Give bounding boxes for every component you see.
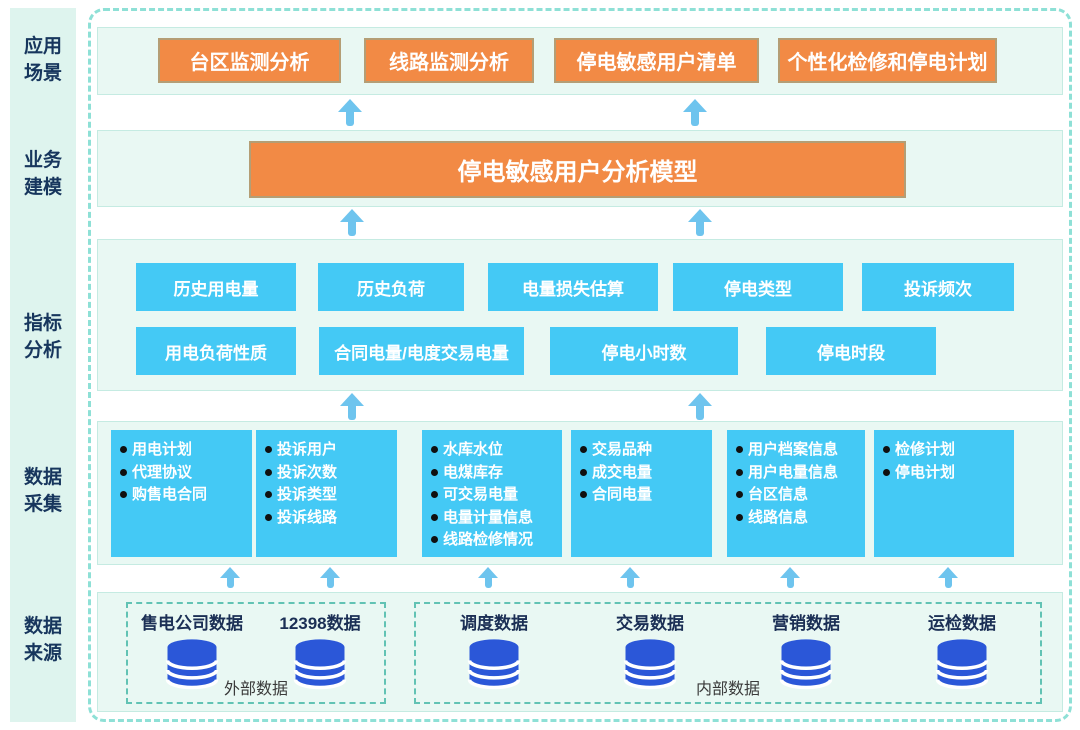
datasource-label: 售电公司数据 xyxy=(141,614,243,633)
indicator-box-historical-load: 历史负荷 xyxy=(318,263,464,311)
datasource-label: 运检数据 xyxy=(928,614,996,633)
datasource-power-sales-company: 售电公司数据 xyxy=(128,609,256,690)
datasource-label: 营销数据 xyxy=(772,614,840,633)
datasource-marketing: 营销数据 xyxy=(736,609,876,690)
collection-item: 投诉类型 xyxy=(265,484,394,507)
up-arrow-icon xyxy=(683,99,707,127)
sidebar-label-data-sources: 数据 来源 xyxy=(23,616,62,664)
collection-item: 水库水位 xyxy=(431,439,559,462)
collection-item: 投诉次数 xyxy=(265,462,394,485)
datasource-label: 调度数据 xyxy=(460,614,528,633)
up-arrow-icon xyxy=(340,209,364,237)
collection-item: 合同电量 xyxy=(580,484,709,507)
scenario-box-line-monitoring: 线路监测分析 xyxy=(364,38,534,83)
category-sidebar: 应用 场景 业务 建模 指标 分析 数据 采集 数据 来源 xyxy=(10,8,76,722)
collection-item: 检修计划 xyxy=(883,439,1011,462)
database-icon xyxy=(293,639,347,690)
collection-box-power-sales: 用电计划 代理协议 购售电合同 xyxy=(111,430,252,557)
up-arrow-icon xyxy=(688,209,712,237)
collection-item: 台区信息 xyxy=(736,484,862,507)
data-collection-band: 用电计划 代理协议 购售电合同 投诉用户 投诉次数 投诉类型 投诉线路 水库水位… xyxy=(97,421,1063,565)
collection-item: 用户档案信息 xyxy=(736,439,862,462)
indicator-box-complaint-frequency: 投诉频次 xyxy=(862,263,1014,311)
collection-item: 交易品种 xyxy=(580,439,709,462)
sidebar-label-indicator-analysis: 指标 分析 xyxy=(23,313,62,361)
collection-item: 停电计划 xyxy=(883,462,1011,485)
indicator-box-outage-type: 停电类型 xyxy=(673,263,843,311)
diagram-dashed-frame xyxy=(88,8,1072,722)
collection-item: 代理协议 xyxy=(120,462,249,485)
indicator-box-outage-hours: 停电小时数 xyxy=(550,327,738,375)
up-arrow-icon xyxy=(340,393,364,421)
data-sources-band: 售电公司数据 12398数据 外部数据 xyxy=(97,592,1063,712)
external-data-group: 售电公司数据 12398数据 外部数据 xyxy=(126,602,386,704)
collection-item: 用户电量信息 xyxy=(736,462,862,485)
collection-item: 电煤库存 xyxy=(431,462,559,485)
collection-item: 用电计划 xyxy=(120,439,249,462)
collection-item: 线路检修情况 xyxy=(431,529,559,552)
collection-item: 购售电合同 xyxy=(120,484,249,507)
datasource-dispatch: 调度数据 xyxy=(424,609,564,690)
indicator-box-loss-estimate: 电量损失估算 xyxy=(488,263,658,311)
database-icon xyxy=(935,639,989,690)
collection-item: 投诉线路 xyxy=(265,507,394,530)
database-icon xyxy=(779,639,833,690)
datasource-trading: 交易数据 xyxy=(580,609,720,690)
collection-box-complaints: 投诉用户 投诉次数 投诉类型 投诉线路 xyxy=(256,430,397,557)
scenario-box-station-area-monitoring: 台区监测分析 xyxy=(158,38,341,83)
indicator-box-outage-period: 停电时段 xyxy=(766,327,936,375)
up-arrow-icon xyxy=(338,99,362,127)
database-icon xyxy=(623,639,677,690)
collection-box-dispatch: 水库水位 电煤库存 可交易电量 电量计量信息 线路检修情况 xyxy=(422,430,562,557)
datasource-label: 12398数据 xyxy=(279,614,361,633)
database-icon xyxy=(165,639,219,690)
collection-item: 线路信息 xyxy=(736,507,862,530)
up-arrow-icon xyxy=(478,567,498,589)
internal-data-group: 调度数据 交易数据 营销数据 xyxy=(414,602,1042,704)
internal-data-group-label: 内部数据 xyxy=(695,681,760,698)
collection-box-marketing: 用户档案信息 用户电量信息 台区信息 线路信息 xyxy=(727,430,865,557)
collection-item: 电量计量信息 xyxy=(431,507,559,530)
up-arrow-icon xyxy=(938,567,958,589)
indicator-box-contract-energy: 合同电量/电度交易电量 xyxy=(319,327,524,375)
collection-item: 投诉用户 xyxy=(265,439,394,462)
sidebar-label-data-collection: 数据 采集 xyxy=(23,467,62,515)
database-icon xyxy=(467,639,521,690)
collection-item: 可交易电量 xyxy=(431,484,559,507)
sidebar-label-business-modeling: 业务 建模 xyxy=(23,150,62,198)
indicator-box-historical-usage: 历史用电量 xyxy=(136,263,296,311)
scenario-box-personalized-plan: 个性化检修和停电计划 xyxy=(778,38,997,83)
up-arrow-icon xyxy=(688,393,712,421)
external-data-group-label: 外部数据 xyxy=(223,681,288,698)
collection-box-maintenance: 检修计划 停电计划 xyxy=(874,430,1014,557)
indicator-box-load-nature: 用电负荷性质 xyxy=(136,327,296,375)
datasource-12398: 12398数据 xyxy=(256,609,384,690)
up-arrow-icon xyxy=(320,567,340,589)
up-arrow-icon xyxy=(220,567,240,589)
up-arrow-icon xyxy=(620,567,640,589)
scenario-box-sensitive-user-list: 停电敏感用户清单 xyxy=(554,38,759,83)
datasource-operation-inspection: 运检数据 xyxy=(892,609,1032,690)
datasource-label: 交易数据 xyxy=(616,614,684,633)
analysis-model-box: 停电敏感用户分析模型 xyxy=(249,141,906,198)
business-modeling-band: 停电敏感用户分析模型 xyxy=(97,130,1063,207)
collection-item: 成交电量 xyxy=(580,462,709,485)
indicator-analysis-band: 历史用电量 历史负荷 电量损失估算 停电类型 投诉频次 用电负荷性质 合同电量/… xyxy=(97,239,1063,391)
collection-box-trading: 交易品种 成交电量 合同电量 xyxy=(571,430,712,557)
up-arrow-icon xyxy=(780,567,800,589)
application-scenarios-band: 台区监测分析 线路监测分析 停电敏感用户清单 个性化检修和停电计划 xyxy=(97,27,1063,95)
sidebar-label-application-scenarios: 应用 场景 xyxy=(23,36,62,84)
